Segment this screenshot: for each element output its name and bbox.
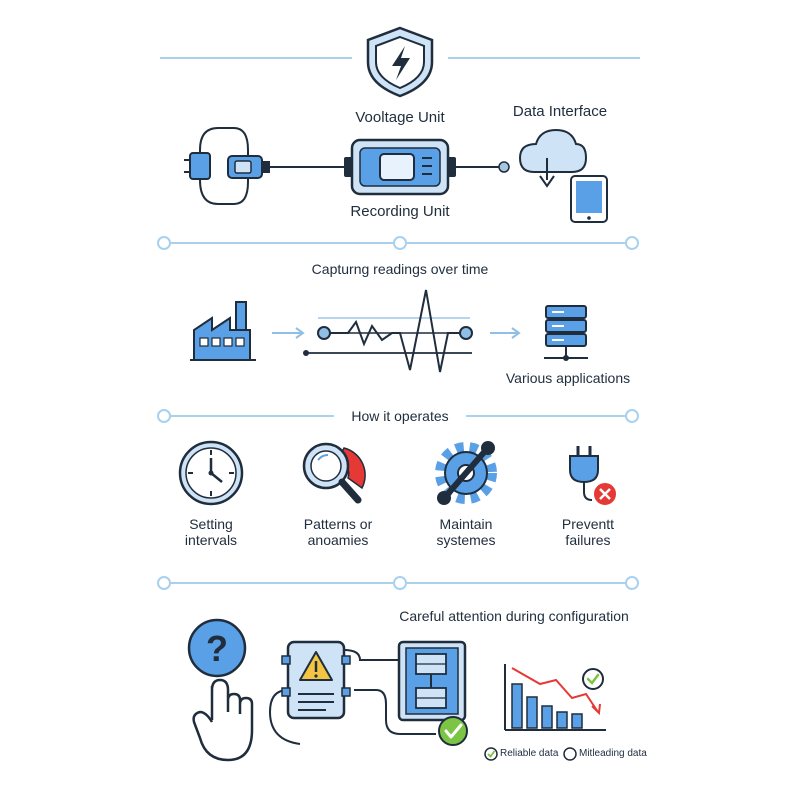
factory-icon [190,301,256,361]
waveform-icon [303,289,473,373]
legend-misleading-icon [563,747,577,761]
item-prevent-line2: failures [565,532,611,548]
bar-chart-icon [504,664,606,731]
svg-text:?: ? [206,628,228,669]
section-divider-2 [157,409,639,423]
connector-cable-icon [184,127,344,205]
arrow-right-left [272,327,305,339]
data-interface-label: Data Interface [512,103,608,120]
section-divider-1 [157,236,639,250]
plug-error-icon [569,446,618,507]
section-title-capturing: Capturng readings over time [311,261,489,277]
legend-reliable-icon [484,747,498,761]
gear-wrench-icon [435,441,497,505]
voltage-unit-label: Vooltage Unit [355,109,445,126]
item-setting-intervals-line1: Setting [189,516,233,532]
shield-lightning-icon [366,26,434,98]
recording-device-icon [344,138,510,196]
item-maintain-line1: Maintain [439,516,493,532]
item-prevent-line1: Preventt [561,516,615,532]
clock-icon [178,440,244,506]
applications-label: Various applications [505,370,631,386]
section-divider-3 [157,576,639,590]
section-title-careful: Careful attention during configuration [399,608,629,624]
warning-panel-icon [269,640,436,745]
question-hand-icon: ? [187,618,254,762]
control-panel-icon [397,640,468,746]
legend-misleading-label: Mitleading data [579,748,647,759]
item-patterns-line2: anoamies [307,532,369,548]
section-title-operates: How it operates [351,408,449,424]
item-patterns-line1: Patterns or [303,516,373,532]
item-maintain-line2: systemes [436,532,496,548]
arrow-right-right [490,327,521,339]
server-rack-icon [544,305,588,361]
tablet-icon [570,175,608,223]
recording-unit-label: Recording Unit [350,203,450,220]
legend-reliable-label: Reliable data [500,748,559,759]
cloud-download-icon [518,128,588,188]
magnifier-icon [302,442,366,504]
item-setting-intervals-line2: intervals [184,532,238,548]
